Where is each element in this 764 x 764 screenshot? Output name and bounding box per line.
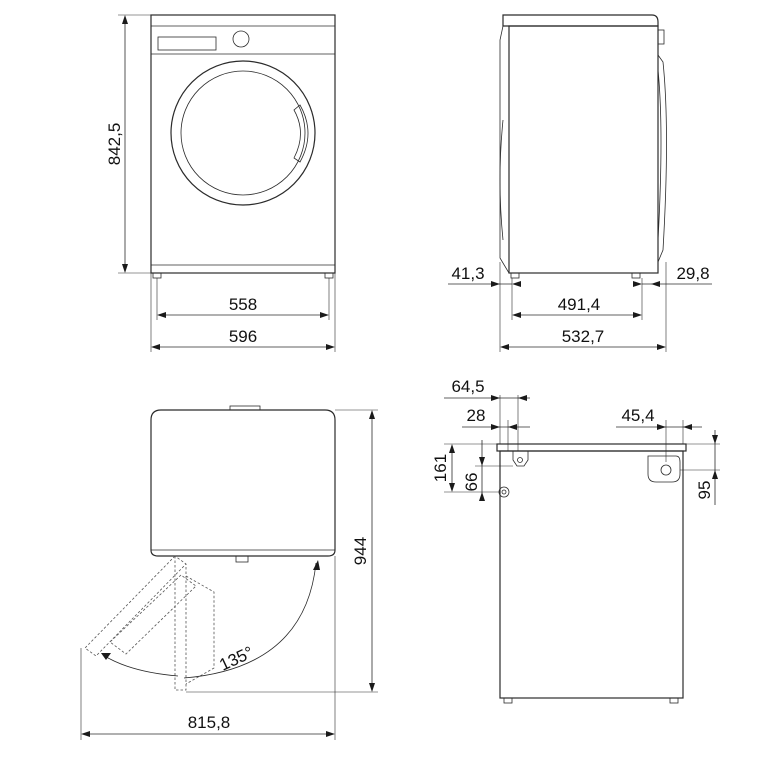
top-knob — [235, 555, 249, 563]
rear-outlet-hole — [660, 464, 672, 476]
front-feet-arrow-left — [157, 312, 166, 318]
rear-hose-height-arrow-top — [479, 457, 485, 466]
side-knob — [657, 29, 665, 45]
front-width-arrow-left — [151, 344, 160, 350]
side-top-cover — [502, 14, 659, 27]
door-swing-dashed-b — [185, 575, 215, 685]
rear-inlet-inner-arrow-b — [508, 424, 517, 430]
rear-inlet-outer-label: 64,5 — [451, 377, 484, 396]
door-glass — [180, 70, 306, 196]
door-handle — [293, 104, 309, 163]
front-view: 842,5 558 596 — [105, 14, 336, 352]
front-height-arrow-top — [122, 15, 128, 24]
front-feet-arrow-right — [320, 312, 329, 318]
rear-drain-hose-inner — [501, 489, 507, 495]
side-door-inner — [657, 69, 662, 241]
top-lid-detail — [229, 405, 261, 411]
detergent-drawer — [157, 36, 217, 51]
door-outer-ring — [170, 60, 316, 206]
rear-foot-right — [669, 697, 679, 704]
side-back-panel — [499, 25, 510, 274]
side-foot-back — [510, 272, 520, 279]
side-view: 41,3 29,8 491,4 532,7 — [448, 14, 712, 352]
top-width-label: 815,8 — [188, 713, 231, 732]
top-view: 135° 944 815,8 — [80, 405, 378, 740]
front-foot-left — [152, 272, 162, 279]
side-body-outline — [508, 25, 659, 274]
side-right-offset-arrow-b — [651, 281, 660, 287]
side-left-offset-arrow-b — [512, 281, 521, 287]
rear-outlet-height-arrow-bottom — [712, 470, 718, 479]
side-door-bulge — [657, 54, 667, 263]
side-depth-arrow-right — [657, 344, 666, 350]
rear-outlet-height-arrow-top — [712, 435, 718, 444]
door-angle-arrow-right — [313, 560, 320, 570]
rear-foot-left — [503, 697, 513, 704]
rear-inlet-inner-arrow-a — [491, 424, 500, 430]
rear-inlet-height-label: 161 — [431, 454, 450, 482]
front-width-arrow-right — [326, 344, 335, 350]
top-depth-label: 944 — [351, 537, 370, 565]
top-width-arrow-right — [326, 731, 335, 737]
rear-outlet-bracket — [647, 455, 681, 483]
front-feet-label: 558 — [229, 295, 257, 314]
side-feet-arrow-right — [633, 312, 642, 318]
side-right-offset-label: 29,8 — [676, 264, 709, 283]
rear-hose-height-arrow-bottom — [479, 492, 485, 501]
door-angle-label: 135° — [216, 643, 256, 675]
rear-inlet-valve — [512, 451, 529, 467]
side-rear-hose — [499, 119, 504, 241]
side-feet-arrow-left — [512, 312, 521, 318]
rear-view: 64,5 28 45,4 161 66 95 — [431, 377, 720, 704]
top-width-arrow-left — [81, 731, 90, 737]
rear-top-cover — [496, 443, 687, 452]
side-right-offset-arrow-a — [633, 281, 642, 287]
open-door-glass — [109, 574, 197, 655]
rear-inlet-outer-arrow-a — [491, 395, 500, 401]
side-depth-arrow-left — [500, 344, 509, 350]
side-foot-front — [631, 272, 641, 279]
front-width-label: 596 — [229, 327, 257, 346]
door-angle-arrow-left — [101, 653, 111, 660]
rear-outlet-arrow-b — [683, 424, 692, 430]
rear-hose-height-label: 66 — [462, 473, 481, 492]
door-angle-arc — [183, 562, 317, 679]
rear-outlet-height-label: 95 — [695, 481, 714, 500]
front-foot-right — [324, 272, 334, 279]
rear-inlet-valve-center — [517, 457, 523, 463]
rear-inlet-outer-arrow-b — [518, 395, 527, 401]
side-depth-label: 532,7 — [562, 327, 605, 346]
rear-outlet-label: 45,4 — [621, 406, 654, 425]
rear-inlet-height-arrow-top — [449, 444, 455, 453]
side-left-offset-label: 41,3 — [451, 264, 484, 283]
top-depth-arrow-bottom — [369, 683, 375, 692]
program-knob — [232, 30, 250, 48]
rear-body-outline — [499, 450, 684, 699]
front-height-label: 842,5 — [105, 123, 124, 166]
side-feet-label: 491,4 — [558, 295, 601, 314]
open-door-outline — [84, 555, 187, 657]
rear-outlet-arrow-a — [657, 424, 666, 430]
top-depth-arrow-top — [369, 410, 375, 419]
front-height-arrow-bottom — [122, 264, 128, 273]
rear-inlet-height-arrow-bottom — [449, 483, 455, 492]
rear-inlet-inner-label: 28 — [467, 406, 486, 425]
top-body-outline — [150, 409, 336, 557]
front-body-outline — [150, 14, 336, 274]
door-swing-dashed-a — [174, 556, 187, 691]
side-left-offset-arrow-a — [491, 281, 500, 287]
door-angle-arc-left — [102, 654, 179, 677]
